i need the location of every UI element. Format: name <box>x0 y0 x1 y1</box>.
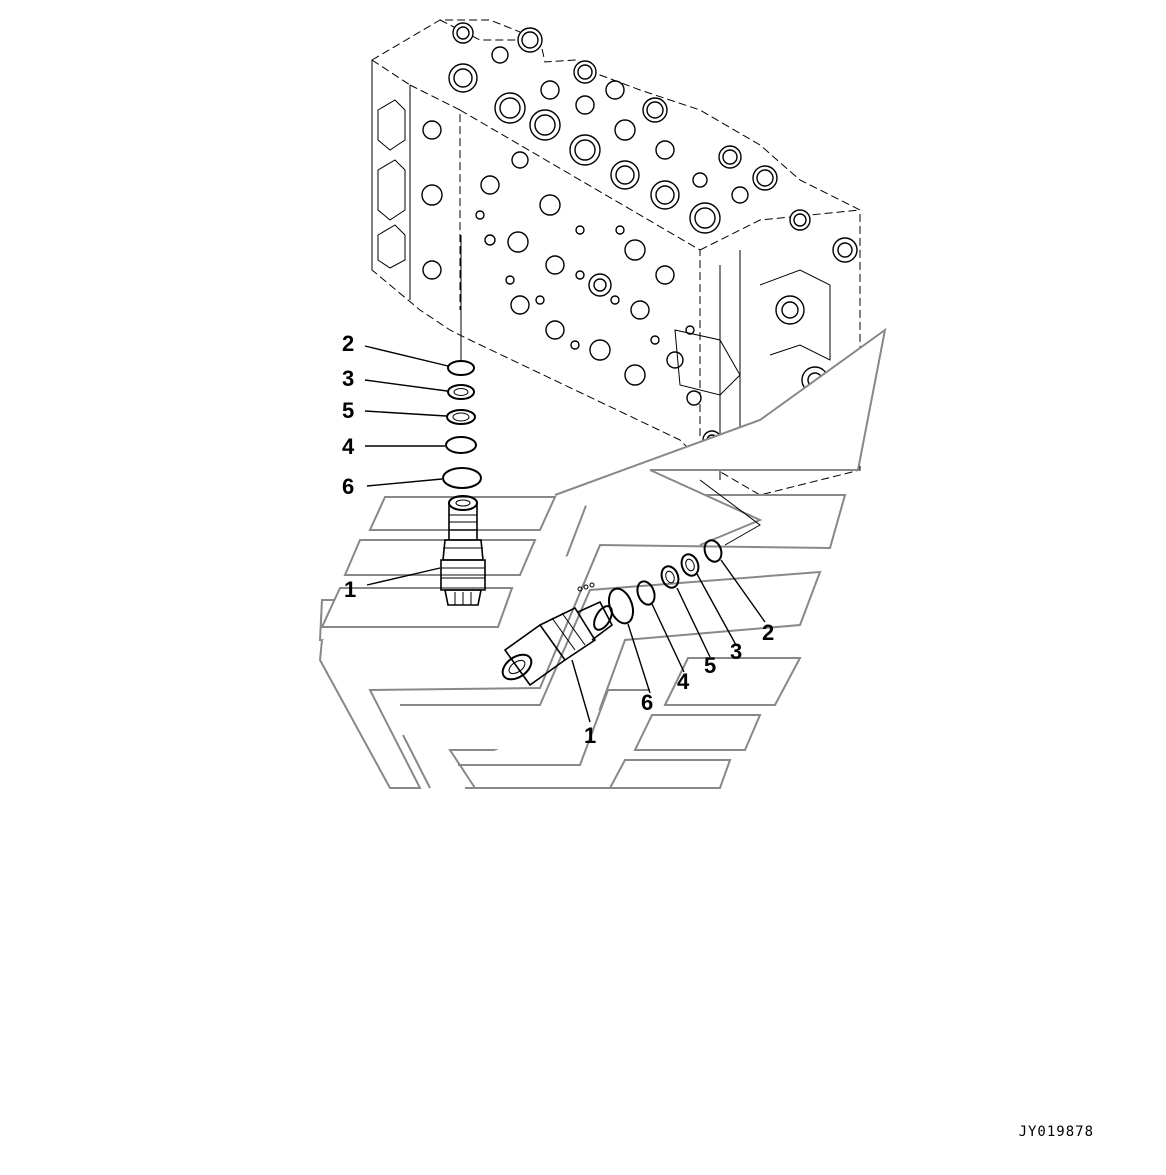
callout-1-lower: 1 <box>584 723 596 748</box>
callout-4-lower: 4 <box>677 669 690 694</box>
relief-valve-1-upper <box>440 495 486 606</box>
control-valve-block <box>371 19 863 496</box>
callouts-lower: 2 3 5 4 6 1 <box>584 620 774 748</box>
o-ring-6-upper <box>442 467 482 489</box>
upper-exploded-stack <box>440 360 486 606</box>
callouts-upper: 2 3 5 4 6 1 <box>342 331 356 602</box>
callout-5-upper: 5 <box>342 398 354 423</box>
installation-plane-guide <box>318 327 887 789</box>
callout-3-upper: 3 <box>342 366 354 391</box>
callout-1-upper: 1 <box>344 577 356 602</box>
backup-ring-3-upper <box>447 384 475 400</box>
backup-ring-5-lower <box>660 565 680 589</box>
o-ring-6-lower <box>607 587 635 625</box>
callout-2-upper: 2 <box>342 331 354 356</box>
figure-id: JY019878 <box>1018 1124 1094 1140</box>
lower-exploded-stack <box>501 479 761 687</box>
backup-ring-5-upper <box>446 409 476 425</box>
backup-ring-3-lower <box>680 553 700 577</box>
o-ring-2-lower <box>703 539 723 563</box>
o-ring-2-upper <box>447 360 475 376</box>
o-ring-4-upper <box>445 436 477 454</box>
callout-6-lower: 6 <box>641 690 653 715</box>
callout-5-lower: 5 <box>704 653 716 678</box>
leader-lines <box>364 345 766 723</box>
callout-4-upper: 4 <box>342 434 355 459</box>
o-ring-4-lower <box>636 580 656 606</box>
callout-3-lower: 3 <box>730 639 742 664</box>
callout-6-upper: 6 <box>342 474 354 499</box>
callout-2-lower: 2 <box>762 620 774 645</box>
